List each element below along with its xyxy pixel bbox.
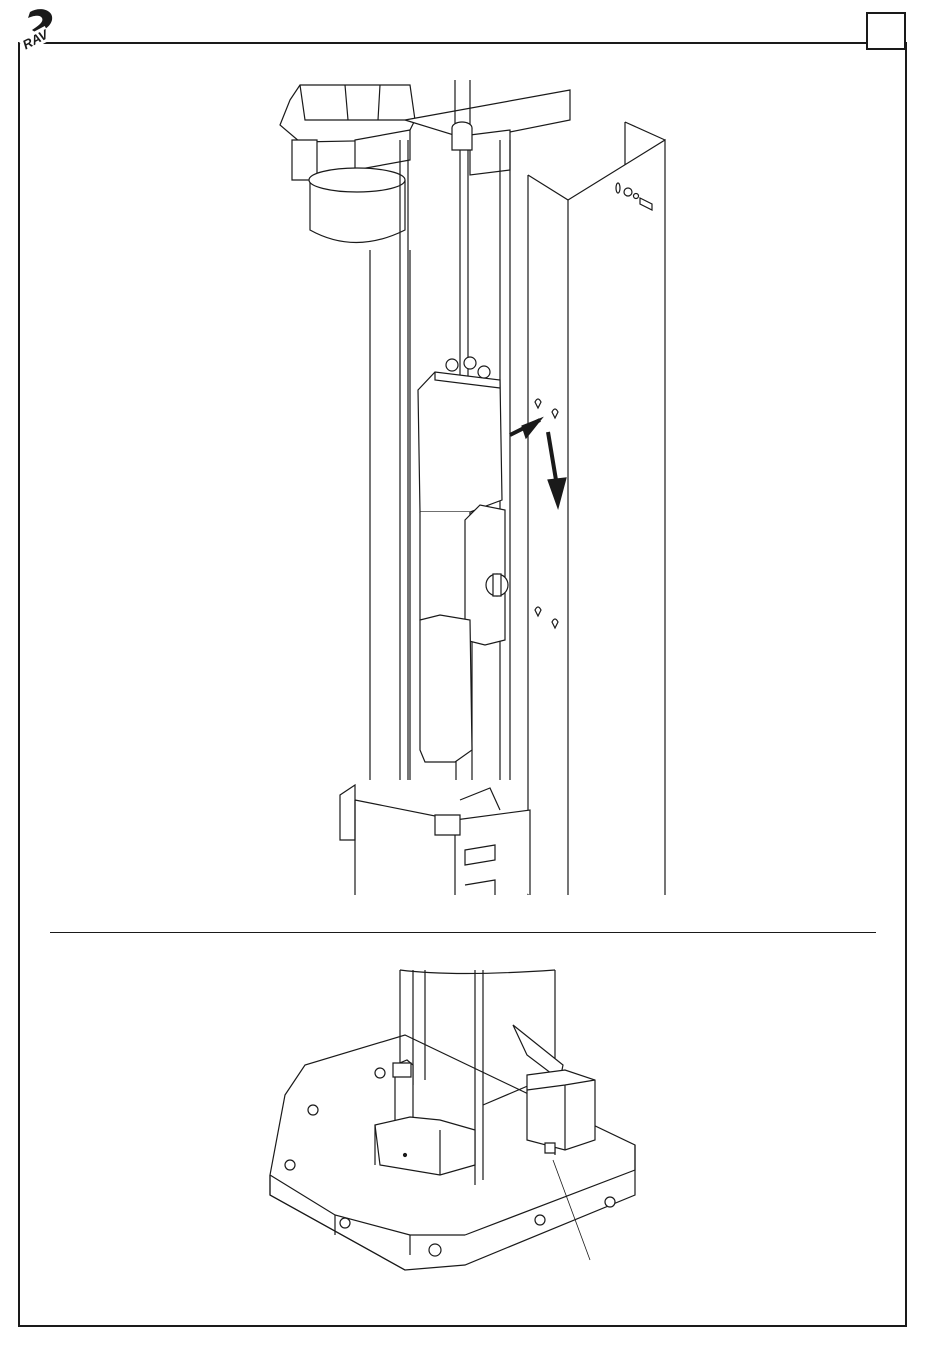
section-separator	[50, 932, 876, 933]
page-number-box	[866, 12, 906, 50]
column-electrical-box-assembly-illustration	[260, 80, 680, 900]
column-base-platform-illustration	[265, 965, 640, 1285]
